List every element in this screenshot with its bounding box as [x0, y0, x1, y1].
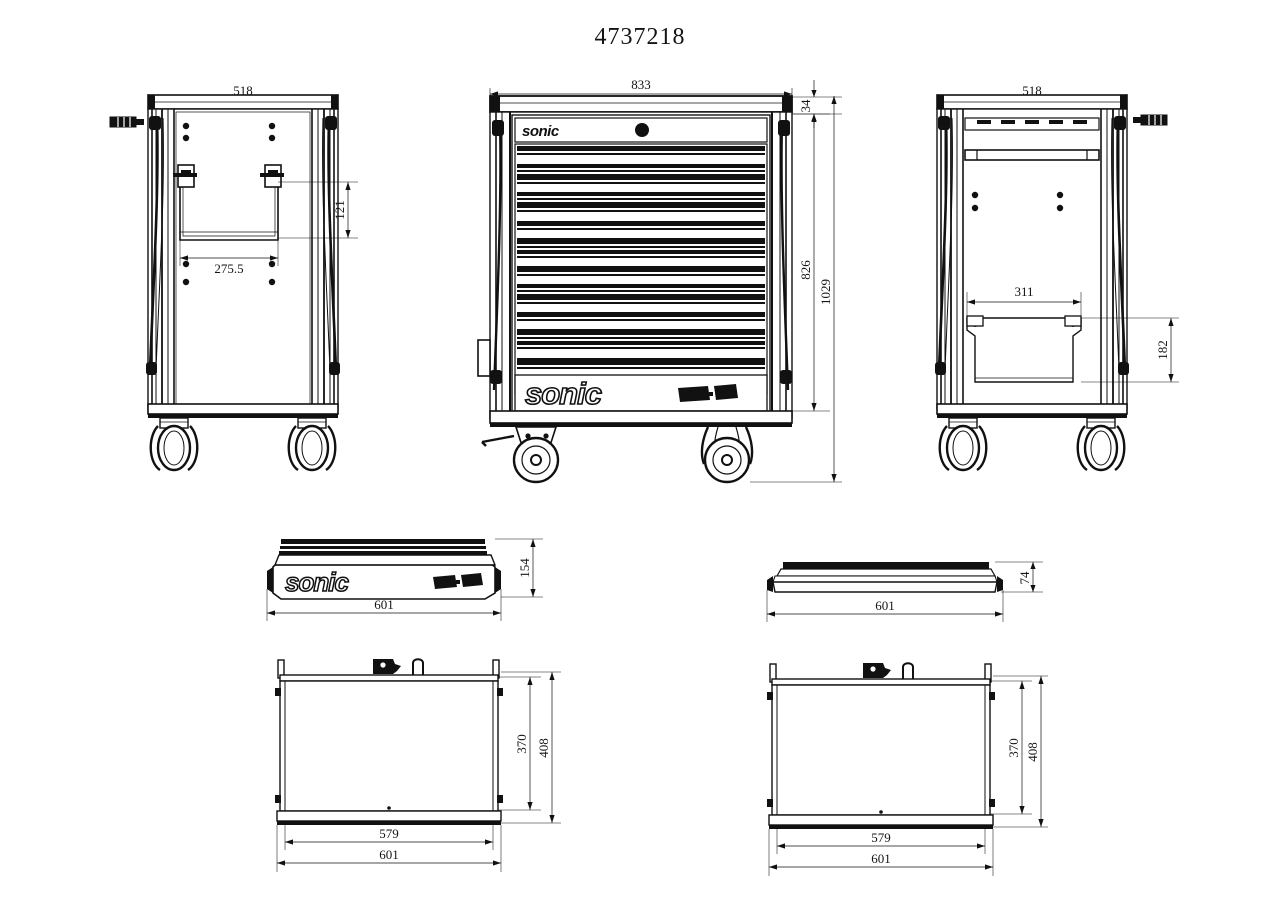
side-elevation-view: 518 311 182 [935, 83, 1179, 472]
front-top-plate [489, 95, 793, 113]
rear-caster-left [149, 417, 199, 472]
dim-label-601-lid-front: 601 [374, 597, 394, 612]
dim-label-182-side: 182 [1155, 340, 1170, 360]
dim-label-74-lid-rear: 74 [1017, 571, 1032, 585]
plan-right-body [767, 678, 995, 829]
dim-label-275-5-rear: 275.5 [214, 261, 243, 276]
rear-body [147, 108, 339, 410]
side-caster-right [1076, 417, 1126, 472]
dim-182-side [1081, 317, 1179, 383]
dim-label-311-side: 311 [1014, 284, 1033, 299]
dim-label-579-plan-left: 579 [379, 826, 399, 841]
dim-label-34-front: 34 [798, 99, 813, 113]
plan-left-handle-icon [412, 658, 424, 676]
top-plan-left-view: 370 408 579 601 [275, 658, 561, 872]
rear-tray [179, 178, 279, 241]
dim-601-lid-rear [766, 590, 1004, 622]
side-cross-member [964, 117, 1100, 161]
dim-154-lid-front [495, 538, 543, 598]
rear-mounting-holes [182, 122, 276, 286]
side-mounting-holes [971, 191, 1064, 212]
lid-front-view: sonic 154 601 [266, 538, 543, 621]
dim-370-plan-left [498, 676, 541, 811]
dim-label-579-plan-right: 579 [871, 830, 891, 845]
side-top-plate [936, 94, 1128, 110]
dim-408-plan-right [993, 675, 1048, 828]
dim-579-plan-right [776, 825, 986, 854]
front-drawer-stack [514, 143, 768, 395]
rear-elevation-view: 518 275.5 121 [109, 83, 358, 472]
dim-1029-front [750, 96, 842, 483]
plan-right-latch-icon [863, 663, 891, 678]
dim-275-5-rear [179, 240, 279, 266]
lid-rear-view: 74 601 [766, 561, 1043, 622]
dim-601-plan-right [768, 829, 994, 876]
side-bracket [966, 315, 1082, 383]
front-caster-left [481, 426, 560, 484]
dim-label-121-rear: 121 [332, 200, 347, 220]
dim-579-plan-left [284, 821, 494, 850]
rear-diagonal-brace [146, 116, 340, 375]
top-plan-right-view: 370 408 579 601 [767, 662, 1048, 876]
side-caster-left [938, 417, 988, 472]
dim-label-370-plan-right: 370 [1006, 738, 1021, 758]
dim-label-518-side: 518 [1022, 83, 1042, 98]
dim-label-154-lid-front: 154 [517, 558, 532, 578]
dim-label-518-rear: 518 [233, 83, 253, 98]
plan-left-body [275, 674, 503, 825]
dim-label-601-plan-left: 601 [379, 847, 399, 862]
brand-logo-large-text: sonic [525, 376, 602, 411]
lid-brand-logo-text: sonic [285, 567, 349, 597]
front-bottom-rail [489, 410, 793, 427]
dim-601-plan-left [276, 825, 502, 872]
dim-408-plan-left [501, 671, 561, 824]
model-badge-icon [678, 384, 738, 402]
side-bottom-rail [936, 403, 1128, 418]
dim-311-side [966, 292, 1082, 320]
lid-badge-icon [433, 573, 483, 589]
dim-label-601-lid-rear: 601 [875, 598, 895, 613]
side-handle-icon [1133, 114, 1168, 126]
dim-label-370-plan-left: 370 [514, 734, 529, 754]
dim-121-rear [278, 181, 358, 239]
plan-right-handle-icon [902, 662, 914, 680]
brand-logo-small-text: sonic [522, 123, 560, 140]
lock-icon[interactable] [635, 123, 649, 137]
front-caster-right [700, 426, 754, 484]
dim-label-1029-front: 1029 [818, 279, 833, 305]
rear-tray-brackets [173, 164, 284, 188]
dim-label-601-plan-right: 601 [871, 851, 891, 866]
side-diagonal-brace [935, 116, 1129, 375]
lid-rear-body [767, 562, 1003, 593]
rear-top-plate [147, 94, 339, 110]
lid-front-body [267, 539, 501, 600]
rear-bottom-rail [147, 403, 339, 418]
dim-370-plan-right [990, 680, 1032, 815]
page-title: 4737218 [594, 24, 686, 50]
dim-label-408-plan-right: 408 [1025, 742, 1040, 762]
side-handle-icon [109, 116, 144, 128]
dim-601-lid-front [266, 589, 502, 621]
rear-caster-right [287, 417, 337, 472]
brand-logo-small: sonic [522, 123, 560, 140]
dim-label-408-plan-left: 408 [536, 738, 551, 758]
dim-74-lid-rear [995, 561, 1043, 593]
dim-label-826-front: 826 [798, 260, 813, 280]
dim-label-833-front: 833 [631, 77, 651, 92]
plan-left-latch-icon [373, 659, 401, 674]
front-elevation-view: sonic [477, 77, 842, 484]
dim-826-front [792, 113, 830, 412]
front-header-panel [514, 117, 768, 143]
